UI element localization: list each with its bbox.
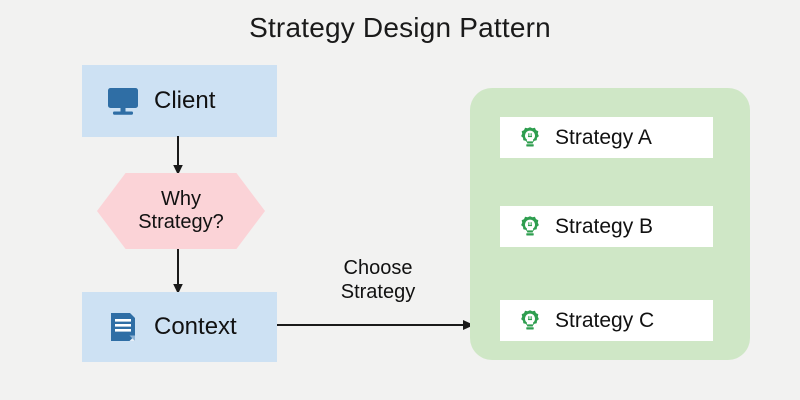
node-decision-line1: Why bbox=[160, 188, 201, 210]
node-client-label: Client bbox=[154, 87, 216, 114]
node-client[interactable]: Client bbox=[82, 65, 277, 137]
strategy-card-label: Strategy A bbox=[555, 125, 652, 149]
document-icon bbox=[111, 313, 135, 341]
strategy-card-label: Strategy C bbox=[555, 308, 655, 332]
node-context[interactable]: Context bbox=[82, 292, 277, 362]
lightbulb-gear-icon bbox=[521, 126, 539, 146]
edge-label-choose-strategy: Choose Strategy bbox=[283, 256, 473, 304]
strategy-card-label: Strategy B bbox=[555, 214, 654, 238]
connector-context-to-strategies bbox=[277, 320, 474, 330]
lightbulb-gear-icon bbox=[521, 215, 539, 235]
desktop-monitor-icon bbox=[108, 88, 138, 115]
edge-label-line2: Strategy bbox=[340, 281, 416, 303]
edge-label-line1: Choose bbox=[343, 257, 413, 279]
node-decision-line2: Strategy? bbox=[138, 211, 224, 233]
lightbulb-gear-icon bbox=[521, 309, 539, 329]
strategy-card[interactable]: Strategy A bbox=[500, 117, 713, 158]
connector-decision-to-context bbox=[173, 249, 183, 294]
strategy-card[interactable]: Strategy C bbox=[500, 300, 713, 341]
node-decision-why-strategy[interactable]: Why Strategy? bbox=[97, 173, 265, 249]
node-context-label: Context bbox=[154, 313, 237, 340]
strategy-card[interactable]: Strategy B bbox=[500, 206, 713, 247]
strategy-panel: Strategy A Strategy B bbox=[470, 88, 750, 360]
page-title: Strategy Design Pattern bbox=[249, 12, 551, 43]
connector-client-to-decision bbox=[173, 136, 183, 175]
node-decision-text: Why Strategy? bbox=[138, 188, 224, 234]
